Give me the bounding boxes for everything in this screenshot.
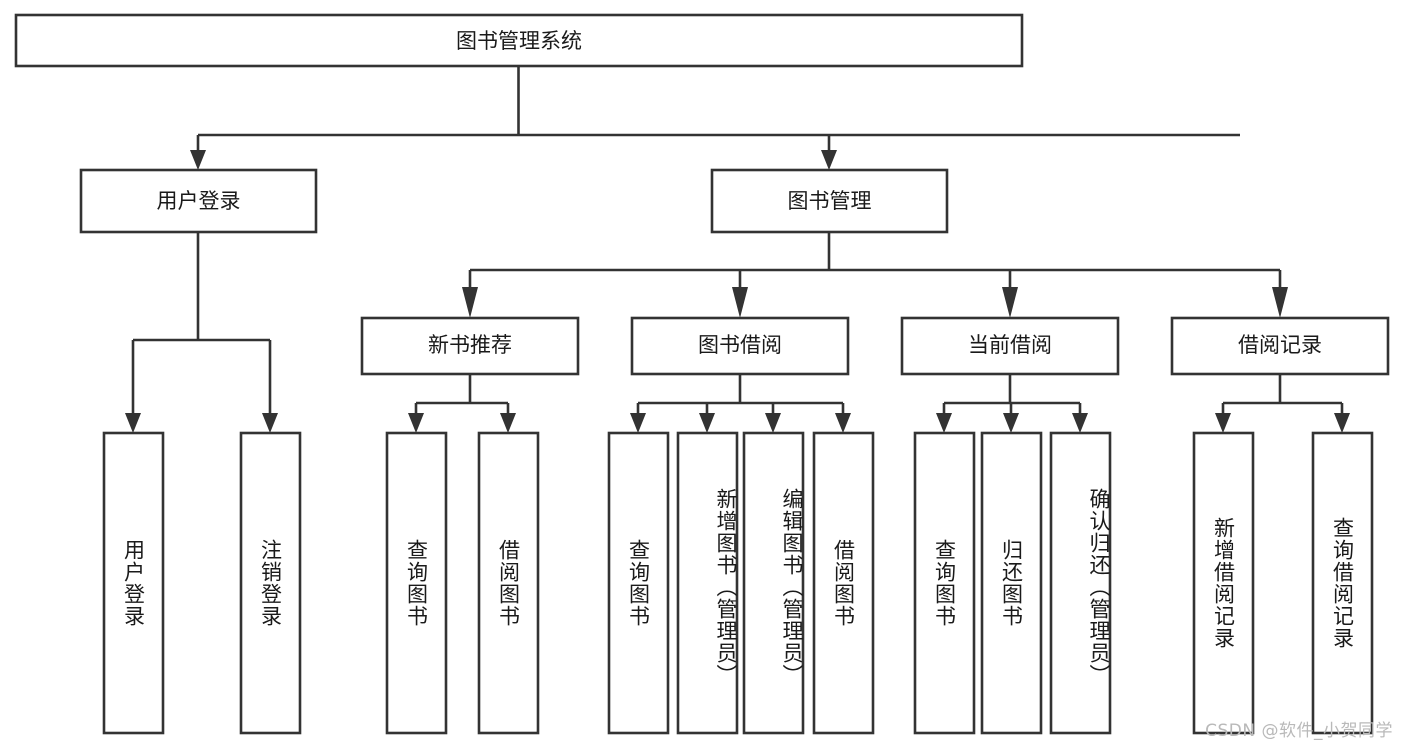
node-new-book-recommend-label: 新书推荐 bbox=[428, 333, 512, 357]
leaf-edit-book-admin[interactable] bbox=[742, 431, 805, 735]
leaf-query-borrow-record[interactable] bbox=[1311, 431, 1374, 735]
connector-borrow-to-leaves bbox=[630, 374, 851, 433]
node-root[interactable] bbox=[14, 13, 1024, 68]
connector-root-to-level2 bbox=[190, 66, 1240, 170]
node-root-label: 图书管理系统 bbox=[456, 29, 582, 53]
node-book-management-label: 图书管理 bbox=[788, 189, 872, 213]
node-borrow-record-label: 借阅记录 bbox=[1238, 333, 1322, 357]
leaf-add-book-admin[interactable] bbox=[676, 431, 739, 735]
csdn-watermark: CSDN @软件_小贺同学 bbox=[1205, 721, 1393, 741]
leaf-confirm-return-admin[interactable] bbox=[1049, 431, 1112, 735]
leaf-add-borrow-record[interactable] bbox=[1192, 431, 1255, 735]
leaf-query-book-1[interactable] bbox=[385, 431, 448, 735]
leaf-query-book-3[interactable] bbox=[913, 431, 976, 735]
node-current-borrow[interactable] bbox=[900, 316, 1120, 376]
connector-current-to-leaves bbox=[936, 374, 1088, 433]
leaf-borrow-book-2[interactable] bbox=[812, 431, 875, 735]
node-user-login-label: 用户登录 bbox=[157, 189, 241, 213]
leaf-user-login[interactable] bbox=[102, 431, 165, 735]
connector-record-to-leaves bbox=[1215, 374, 1350, 433]
connector-newbook-to-leaves bbox=[408, 374, 516, 433]
node-borrow-record[interactable] bbox=[1170, 316, 1390, 376]
node-user-login[interactable] bbox=[79, 168, 318, 234]
node-book-borrow[interactable] bbox=[630, 316, 850, 376]
node-book-management[interactable] bbox=[710, 168, 949, 234]
connector-level2-bookmgmt-to-level3 bbox=[462, 232, 1288, 318]
leaf-return-book[interactable] bbox=[980, 431, 1043, 735]
leaf-logout[interactable] bbox=[239, 431, 302, 735]
node-current-borrow-label: 当前借阅 bbox=[968, 333, 1052, 357]
leaf-query-book-2[interactable] bbox=[607, 431, 670, 735]
node-book-borrow-label: 图书借阅 bbox=[698, 333, 782, 357]
node-new-book-recommend[interactable] bbox=[360, 316, 580, 376]
connector-level2-userlogin-to-leaves bbox=[125, 232, 278, 433]
leaf-borrow-book-1[interactable] bbox=[477, 431, 540, 735]
